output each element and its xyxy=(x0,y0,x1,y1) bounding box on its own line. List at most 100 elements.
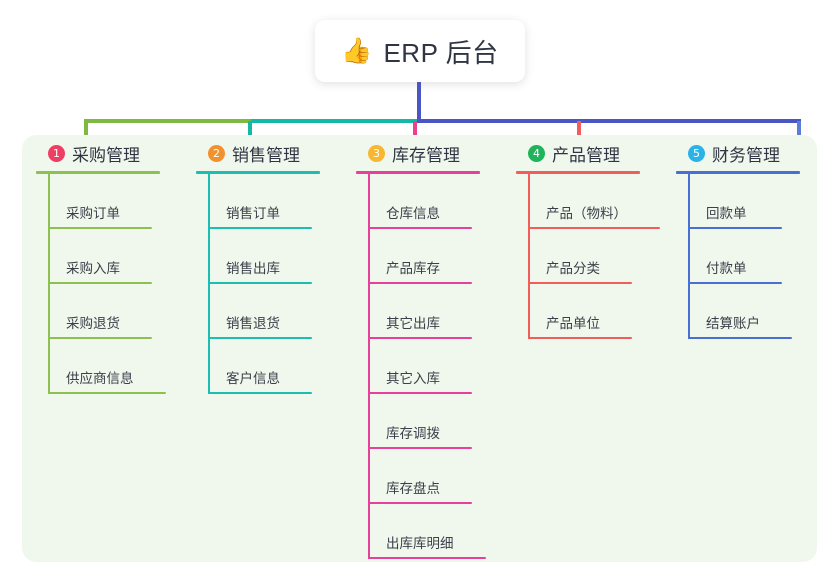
column-title: 库存管理 xyxy=(392,145,460,165)
branch-group: 采购订单采购入库采购退货供应商信息 xyxy=(48,174,196,394)
branch-group: 产品（物料） 产品分类产品单位 xyxy=(528,174,676,339)
leaf-rule xyxy=(48,227,152,229)
column-rule-wrap xyxy=(36,171,196,174)
leaf-node[interactable]: 采购订单 xyxy=(48,174,196,229)
leaf-label: 仓库信息 xyxy=(386,206,440,221)
leaf-node[interactable]: 其它出库 xyxy=(368,284,516,339)
leaf-rule xyxy=(688,337,792,339)
column-index-badge: 3 xyxy=(368,144,385,162)
column-index-badge: 1 xyxy=(48,144,65,162)
leaf-rule xyxy=(368,502,472,504)
column-index-badge: 4 xyxy=(528,144,545,162)
column-index-badge: 5 xyxy=(688,144,705,162)
leaf-rule xyxy=(528,337,632,339)
column-销售管理: 2 销售管理销售订单销售出库销售退货客户信息 xyxy=(196,135,356,394)
column-index-badge: 2 xyxy=(208,144,225,162)
column-rule-wrap xyxy=(356,171,516,174)
leaf-rule xyxy=(48,337,152,339)
column-rule xyxy=(516,171,640,174)
leaf-node[interactable]: 采购退货 xyxy=(48,284,196,339)
column-header[interactable]: 2 销售管理 xyxy=(196,135,356,171)
column-rule-wrap xyxy=(676,171,836,174)
leaf-node[interactable]: 供应商信息 xyxy=(48,339,196,394)
branch-trunk xyxy=(208,174,210,394)
leaf-rule xyxy=(368,282,472,284)
leaf-node[interactable]: 产品库存 xyxy=(368,229,516,284)
leaf-node[interactable]: 销售订单 xyxy=(208,174,356,229)
column-产品管理: 4 产品管理产品（物料） 产品分类产品单位 xyxy=(516,135,676,339)
leaf-label: 客户信息 xyxy=(226,371,280,386)
column-title: 销售管理 xyxy=(232,145,300,165)
column-title: 财务管理 xyxy=(712,145,780,165)
leaf-label: 销售退货 xyxy=(226,316,280,331)
leaf-node[interactable]: 销售退货 xyxy=(208,284,356,339)
column-header[interactable]: 5 财务管理 xyxy=(676,135,836,171)
root-node-card[interactable]: 👍 ERP 后台 xyxy=(315,20,525,82)
leaf-node[interactable]: 仓库信息 xyxy=(368,174,516,229)
leaf-label: 结算账户 xyxy=(706,316,760,331)
column-rule-wrap xyxy=(516,171,676,174)
column-rule xyxy=(196,171,320,174)
leaf-node[interactable]: 库存盘点 xyxy=(368,449,516,504)
leaf-node[interactable]: 库存调拨 xyxy=(368,394,516,449)
root-node-content: 👍 ERP 后台 xyxy=(341,33,498,70)
leaf-label: 付款单 xyxy=(706,261,747,276)
leaf-node[interactable]: 产品单位 xyxy=(528,284,676,339)
branch-trunk xyxy=(688,174,690,339)
leaf-node[interactable]: 销售出库 xyxy=(208,229,356,284)
leaf-label: 库存盘点 xyxy=(386,481,440,496)
columns-container: 1 采购管理采购订单采购入库采购退货供应商信息 2 销售管理销售订单销售出库销售退货客… xyxy=(22,135,817,562)
leaf-rule xyxy=(48,282,152,284)
leaf-label: 采购退货 xyxy=(66,316,120,331)
column-rule xyxy=(676,171,800,174)
leaf-label: 其它出库 xyxy=(386,316,440,331)
column-财务管理: 5 财务管理回款单付款单结算账户 xyxy=(676,135,836,339)
branch-trunk xyxy=(528,174,530,339)
leaf-rule xyxy=(688,227,782,229)
leaf-label: 产品库存 xyxy=(386,261,440,276)
leaf-node[interactable]: 结算账户 xyxy=(688,284,836,339)
leaf-rule xyxy=(368,557,486,559)
root-node-title: ERP 后台 xyxy=(383,37,499,68)
leaf-node[interactable]: 产品分类 xyxy=(528,229,676,284)
leaf-label: 回款单 xyxy=(706,206,747,221)
leaf-node[interactable]: 其它入库 xyxy=(368,339,516,394)
column-title: 采购管理 xyxy=(72,145,140,165)
leaf-rule xyxy=(208,282,312,284)
column-rule xyxy=(356,171,480,174)
column-title: 产品管理 xyxy=(552,145,620,165)
leaf-node[interactable]: 采购入库 xyxy=(48,229,196,284)
column-header[interactable]: 1 采购管理 xyxy=(36,135,196,171)
leaf-label: 销售出库 xyxy=(226,261,280,276)
thumbs-up-icon: 👍 xyxy=(341,36,373,65)
branch-group: 仓库信息产品库存其它出库其它入库库存调拨库存盘点出库库明细 xyxy=(368,174,516,559)
leaf-rule xyxy=(688,282,782,284)
leaf-rule xyxy=(368,227,472,229)
leaf-rule xyxy=(208,392,312,394)
leaf-rule xyxy=(368,392,472,394)
column-header[interactable]: 3 库存管理 xyxy=(356,135,516,171)
column-rule-wrap xyxy=(196,171,356,174)
leaf-label: 库存调拨 xyxy=(386,426,440,441)
leaf-node[interactable]: 产品（物料） xyxy=(528,174,676,229)
leaf-label: 采购订单 xyxy=(66,206,120,221)
leaf-rule xyxy=(368,447,472,449)
leaf-node[interactable]: 回款单 xyxy=(688,174,836,229)
branch-group: 回款单付款单结算账户 xyxy=(688,174,836,339)
leaf-label: 其它入库 xyxy=(386,371,440,386)
content-panel xyxy=(22,135,817,562)
branch-trunk xyxy=(368,174,370,559)
leaf-node[interactable]: 出库库明细 xyxy=(368,504,516,559)
leaf-node[interactable]: 付款单 xyxy=(688,229,836,284)
leaf-label: 供应商信息 xyxy=(66,371,134,386)
leaf-rule xyxy=(208,337,312,339)
column-库存管理: 3 库存管理仓库信息产品库存其它出库其它入库库存调拨库存盘点出库库明细 xyxy=(356,135,516,559)
column-header[interactable]: 4 产品管理 xyxy=(516,135,676,171)
leaf-node[interactable]: 客户信息 xyxy=(208,339,356,394)
branch-trunk xyxy=(48,174,50,394)
leaf-label: 产品单位 xyxy=(546,316,600,331)
leaf-rule xyxy=(208,227,312,229)
leaf-label: 产品（物料） xyxy=(546,206,627,221)
leaf-rule xyxy=(368,337,472,339)
